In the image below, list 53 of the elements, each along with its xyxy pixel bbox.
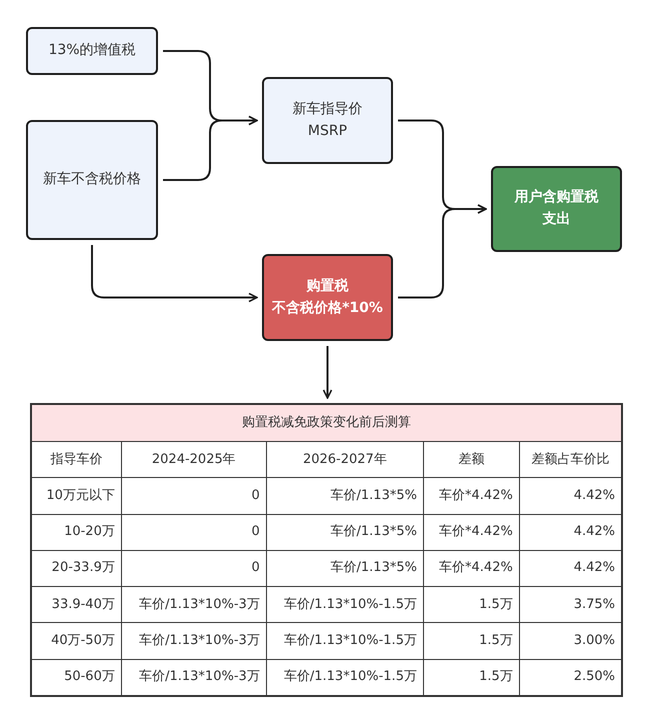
table-cell: 车价*4.42%: [423, 514, 520, 550]
table-cell: 10-20万: [32, 514, 122, 550]
node-label: 购置税: [306, 276, 348, 296]
table-cell: 差额占车价比: [519, 442, 622, 478]
table-cell: 40万-50万: [32, 622, 122, 660]
table-cell: 车价/1.13*10%-1.5万: [266, 659, 424, 696]
table-cell: 车价/1.13*10%-1.5万: [266, 586, 424, 623]
arrow: [398, 204, 487, 298]
data-table: [30, 403, 623, 697]
table-cell: 4.42%: [519, 514, 622, 550]
table-cell: 车价/1.13*10%-3万: [121, 586, 266, 623]
table-cell: 3.75%: [519, 586, 622, 623]
table-cell: 车价/1.13*5%: [266, 550, 424, 587]
table-cell: 车价/1.13*5%: [266, 514, 424, 550]
table-cell: 2026-2027年: [266, 442, 424, 478]
arrow: [163, 116, 258, 181]
table-cell: 33.9-40万: [32, 586, 122, 623]
table-cell: 50-60万: [32, 659, 122, 696]
table-cell: 20-33.9万: [32, 550, 122, 587]
table-cell: 0: [121, 514, 266, 550]
table-cell: 车价/1.13*5%: [266, 478, 424, 514]
process-box: [26, 120, 158, 240]
table-cell: 0: [121, 550, 266, 587]
table-cell: 车价/1.13*10%-3万: [121, 622, 266, 660]
process-box: [262, 77, 393, 164]
node-label: 用户含购置税支出: [513, 188, 600, 229]
table-cell: 4.42%: [519, 550, 622, 587]
table-cell: 10万元以下: [32, 478, 122, 514]
table-cell: 指导车价: [32, 442, 122, 478]
table-cell: 0: [121, 478, 266, 514]
table-cell: 1.5万: [423, 659, 520, 696]
table-cell: 车价/1.13*10%-3万: [121, 659, 266, 696]
node-sublabel: 不含税价格*10%: [272, 298, 383, 318]
table-cell: 车价*4.42%: [423, 550, 520, 587]
arrow: [322, 346, 332, 399]
table-cell: 差额: [423, 442, 520, 478]
table-cell: 2.50%: [519, 659, 622, 696]
tax-box: [262, 254, 393, 341]
result-box: [491, 166, 622, 252]
process-box: [26, 27, 158, 75]
table-cell: 2024-2025年: [121, 442, 266, 478]
table-cell: 4.42%: [519, 478, 622, 514]
table-cell: 1.5万: [423, 622, 520, 660]
table-cell: 车价*4.42%: [423, 478, 520, 514]
table-cell: 3.00%: [519, 622, 622, 660]
arrow: [91, 245, 258, 302]
table-cell: 1.5万: [423, 586, 520, 623]
node-sublabel: MSRP: [308, 122, 348, 140]
node-label: 新车不含税价格: [43, 170, 141, 190]
node-label: 13%的增值税: [48, 41, 136, 60]
table-title: 购置税减免政策变化前后测算: [32, 404, 622, 442]
node-label: 新车指导价: [292, 100, 362, 119]
table-cell: 车价/1.13*10%-1.5万: [266, 622, 424, 660]
